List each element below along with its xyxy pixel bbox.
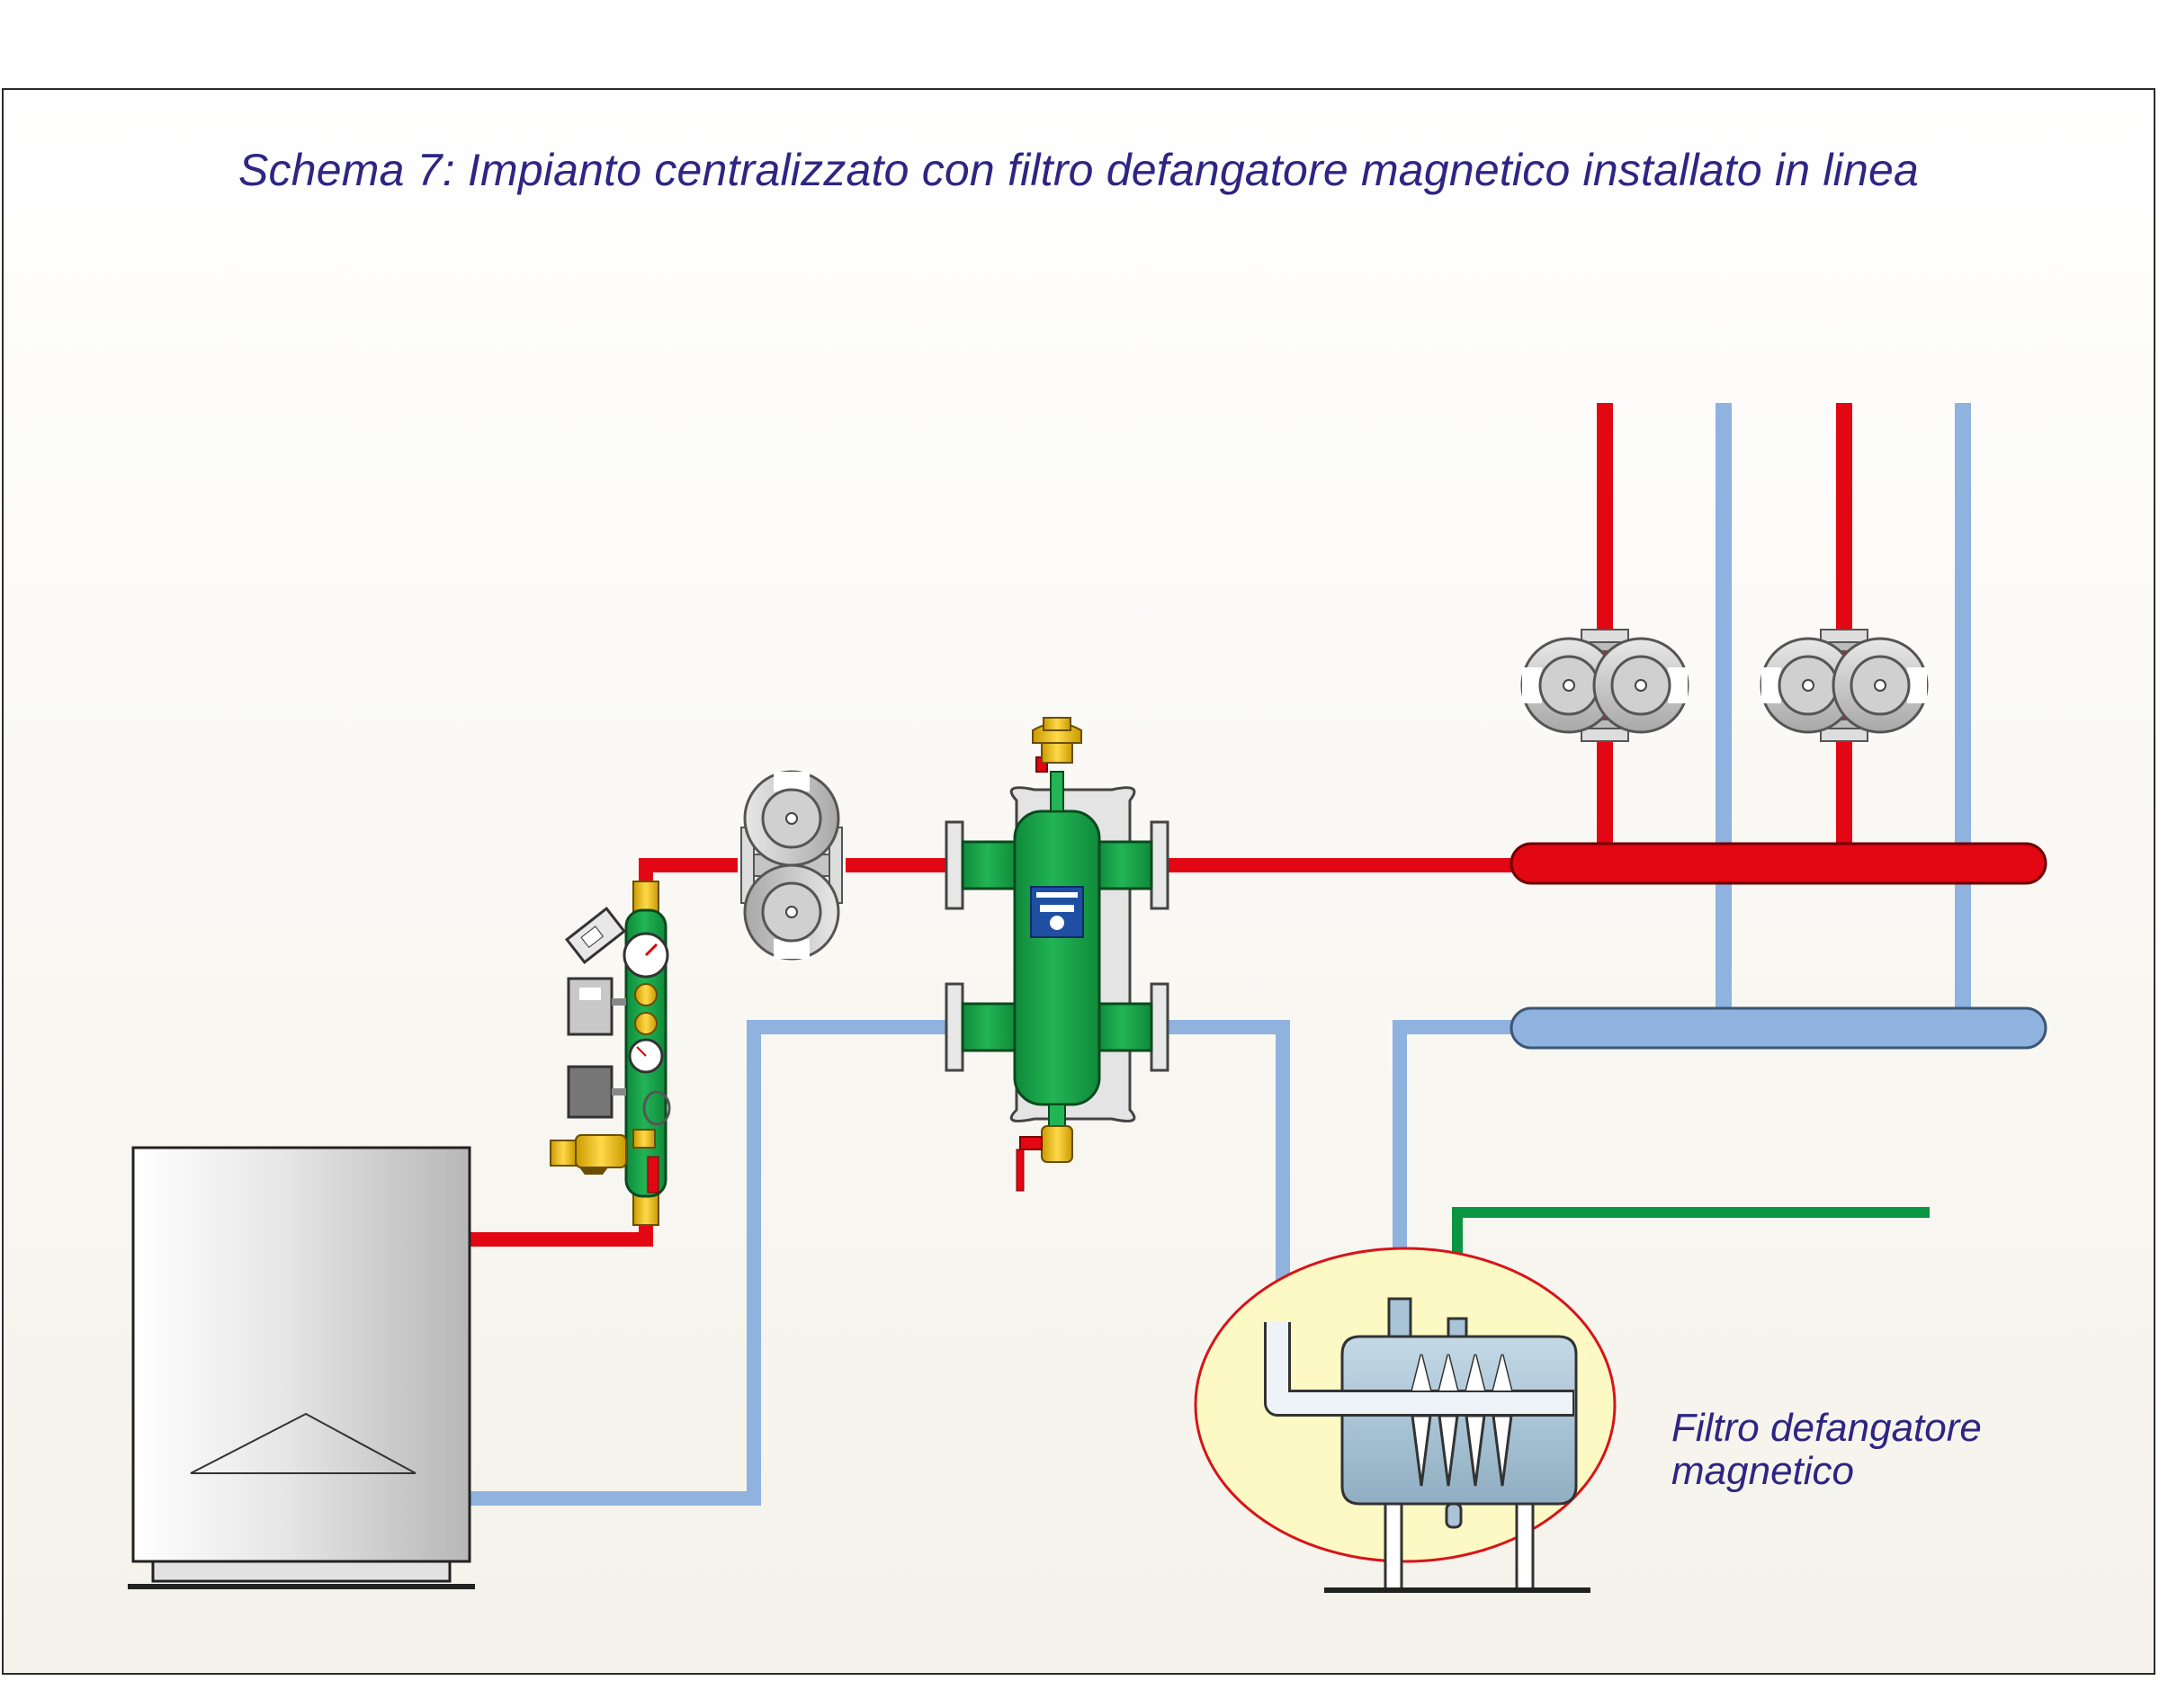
zone-pump-icon: [1760, 629, 1929, 742]
magnetic-dirt-filter-icon: [1264, 1297, 1590, 1593]
supply-manifold-icon: [1510, 842, 2047, 885]
zone-pump-icon: [1520, 629, 1689, 742]
hydraulic-separator-icon: [945, 786, 1169, 1122]
filter-label-line1: Filtro defangatore: [1671, 1406, 1982, 1450]
return-pipe-separator-to-filter: [1160, 1020, 1290, 1306]
drain-valve-icon: [1016, 1104, 1073, 1192]
filter-label-line2: magnetico: [1671, 1449, 1854, 1493]
circulation-pump-icon: [740, 770, 843, 961]
boiler-safety-group-icon: [550, 881, 671, 1226]
return-pipe-manifold-to-filter: [1393, 1020, 1520, 1304]
return-pipe-boiler: [470, 1020, 954, 1506]
diagram-title: Schema 7: Impianto centralizzato con fil…: [237, 145, 1920, 195]
boiler-icon: [128, 1146, 475, 1589]
return-manifold-icon: [1510, 1006, 2047, 1050]
air-vent-valve-icon: [1032, 717, 1082, 812]
